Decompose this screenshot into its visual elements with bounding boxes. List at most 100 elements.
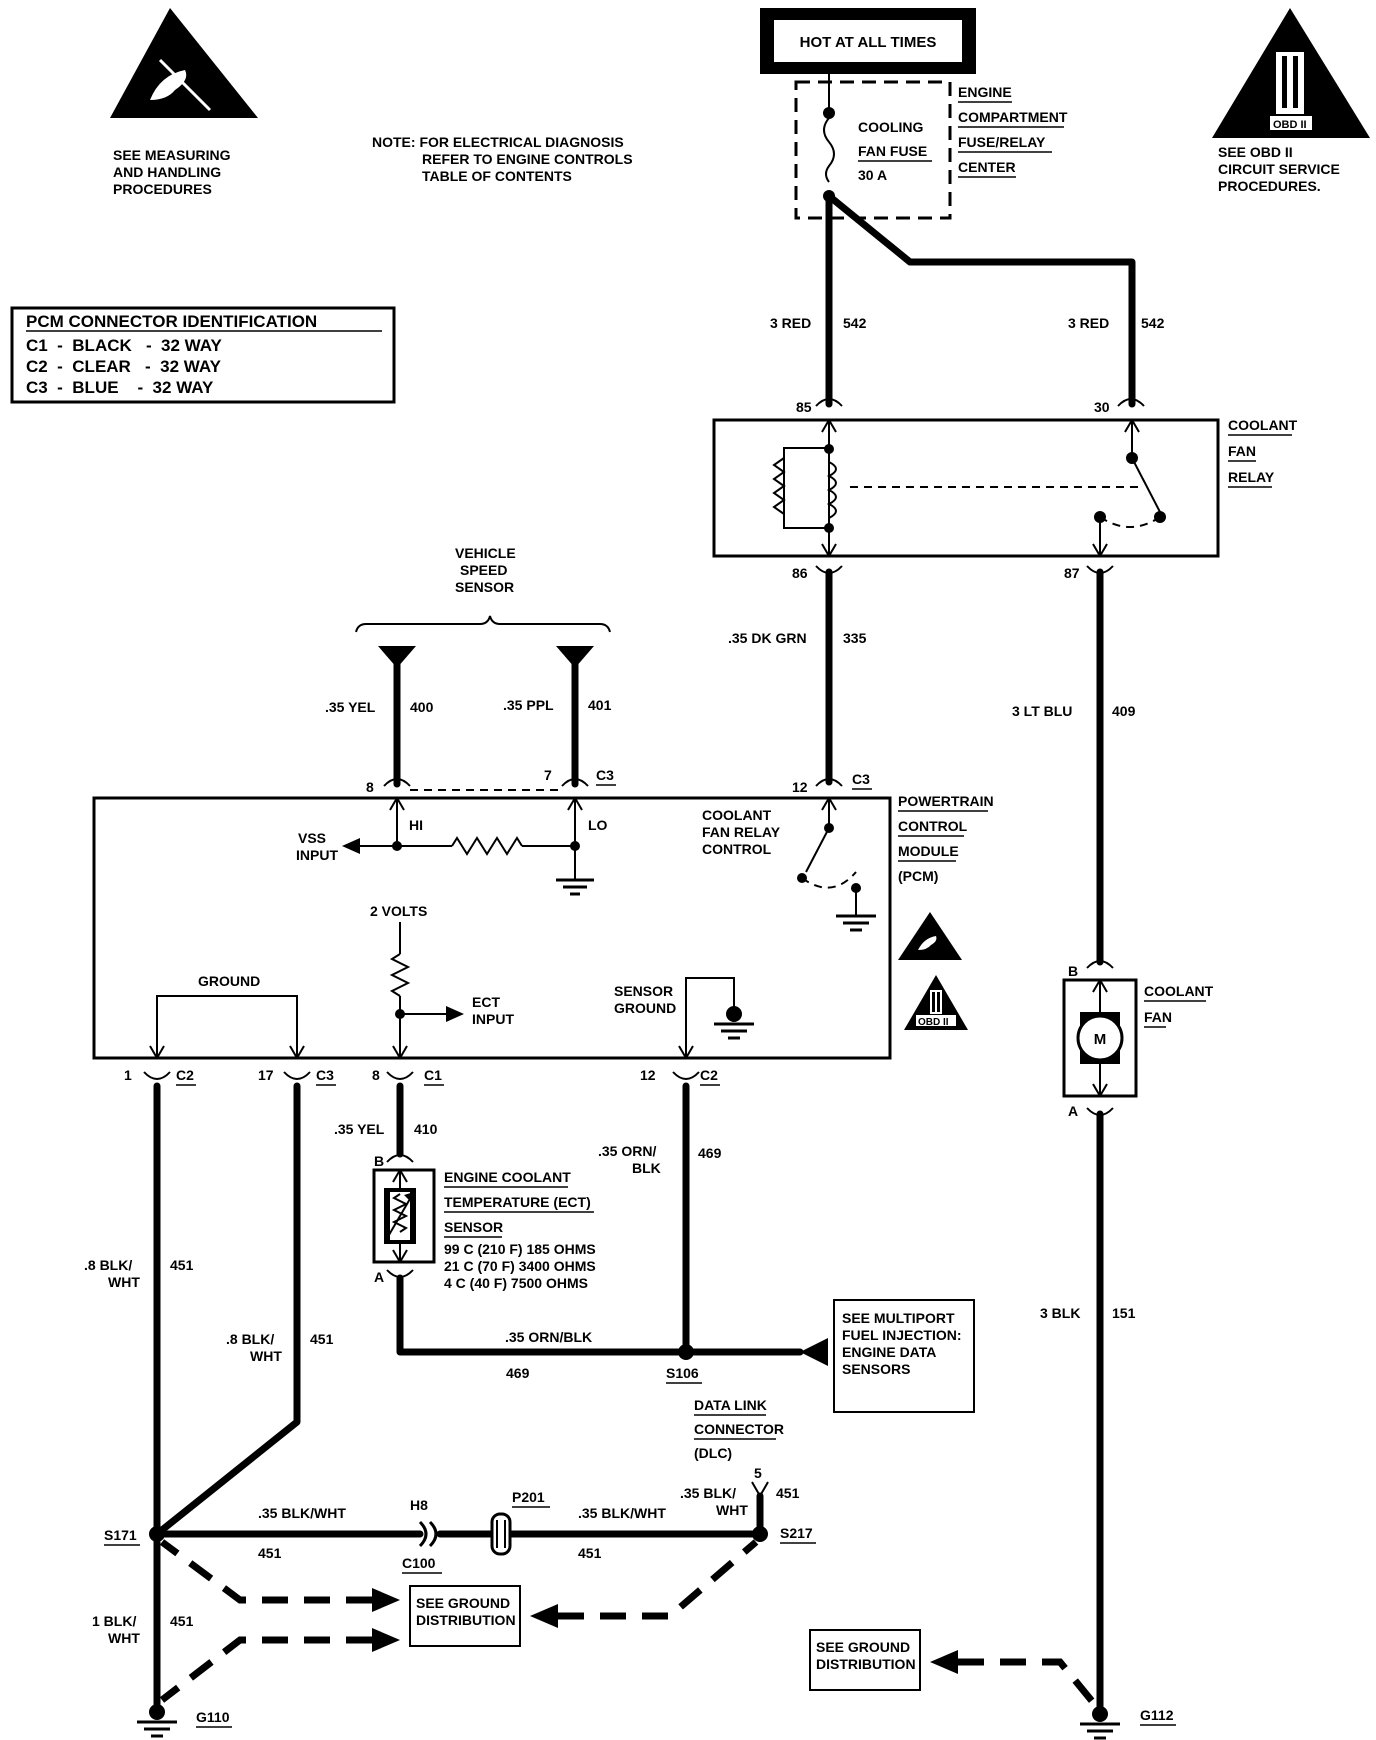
wire-469-gauge-1: .35 ORN/ [598, 1143, 656, 1159]
wire-410: .35 YEL 410 [334, 1082, 438, 1158]
relay-name-1: COOLANT [1228, 417, 1298, 433]
fuse-center-2: COMPARTMENT [958, 109, 1068, 125]
ect-name-2: TEMPERATURE (ECT) [444, 1194, 591, 1210]
ground-distribution-b: SEE GROUND DISTRIBUTION [809, 1629, 1099, 1709]
ground-dist-a-2: DISTRIBUTION [416, 1612, 516, 1628]
dlc-pin-5: 5 [754, 1465, 762, 1481]
fan-pin-b: B [1068, 963, 1078, 979]
esd-warning-icon [110, 8, 258, 118]
wire-542: 3 RED 542 3 RED 542 [770, 192, 1165, 408]
coolant-fan-relay: 85 30 86 87 COOLANT FAN RELAY [712, 398, 1298, 581]
wire-451c-gauge: .35 BLK/WHT [258, 1505, 346, 1521]
relay-name-2: FAN [1228, 443, 1256, 459]
ground-g112: G112 [1080, 1706, 1176, 1740]
pcm-conn-c3-relay: C3 [852, 771, 870, 787]
wire-335-gauge: .35 DK GRN [728, 630, 807, 646]
wire-451f-gauge-2: WHT [108, 1630, 140, 1646]
esd-text-2: AND HANDLING [113, 164, 221, 180]
esd-text-1: SEE MEASURING [113, 147, 231, 163]
wire-451d-circuit: 451 [578, 1545, 602, 1561]
dlc-name-2: CONNECTOR [694, 1421, 784, 1437]
fuse-name-2: FAN FUSE [858, 143, 927, 159]
pcm-vss-input-1: VSS [298, 830, 326, 846]
pcm-table-row-c3: C3 - BLUE - 32 WAY [26, 378, 214, 397]
hot-at-all-times-label: HOT AT ALL TIMES [800, 34, 937, 51]
ect-pin-b: B [374, 1153, 384, 1169]
obd-text-2: CIRCUIT SERVICE [1218, 161, 1340, 177]
wire-451b-circuit: 451 [310, 1331, 334, 1347]
pcm-name-4: (PCM) [898, 868, 938, 884]
wire-451f-circuit: 451 [170, 1613, 194, 1629]
pcm-bottom-pin-17: 17 [258, 1067, 274, 1083]
splice-s171: S171 [104, 1527, 137, 1543]
dlc-name-3: (DLC) [694, 1445, 732, 1461]
wire-451a-circuit: 451 [170, 1257, 194, 1273]
splice-s106: S106 [666, 1365, 699, 1381]
pcm-lo: LO [588, 817, 608, 833]
pcm-name-1: POWERTRAIN [898, 793, 994, 809]
wire-151: 3 BLK 151 [1040, 1110, 1136, 1718]
fan-pin-a: A [1068, 1103, 1078, 1119]
p201-connector-icon [490, 1512, 512, 1556]
ect-pin-a: A [374, 1269, 384, 1285]
vehicle-speed-sensor: VEHICLE SPEED SENSOR .35 YEL 400 .35 PPL… [325, 545, 612, 788]
pcm-table-row-c2: C2 - CLEAR - 32 WAY [26, 357, 222, 376]
pcm-pin-12: 12 [792, 779, 808, 795]
wire-542b-gauge: 3 RED [1068, 315, 1109, 331]
fan-name-2: FAN [1144, 1009, 1172, 1025]
pcm-pin-8: 8 [366, 779, 374, 795]
mfi-text-1: SEE MULTIPORT [842, 1310, 955, 1326]
obd-text-1: SEE OBD II [1218, 144, 1293, 160]
ground-dist-a-1: SEE GROUND [416, 1595, 510, 1611]
pcm-sensor-ground-1: SENSOR [614, 983, 673, 999]
fuse-center-1: ENGINE [958, 84, 1012, 100]
fuse-center-3: FUSE/RELAY [958, 134, 1046, 150]
wire-400-circuit: 400 [410, 699, 434, 715]
pcm-relay-control-1: COOLANT [702, 807, 772, 823]
wire-451e-gauge-2: WHT [716, 1502, 748, 1518]
pcm-pin-7: 7 [544, 767, 552, 783]
pcm-table-row-c1: C1 - BLACK - 32 WAY [26, 336, 223, 355]
wire-151-gauge: 3 BLK [1040, 1305, 1080, 1321]
pcm-name-3: MODULE [898, 843, 959, 859]
wire-409-circuit: 409 [1112, 703, 1136, 719]
esd-text-3: PROCEDURES [113, 181, 212, 197]
pcm-bottom-pin-8: 8 [372, 1067, 380, 1083]
wire-409: 3 LT BLU 409 [1012, 568, 1136, 966]
pcm-relay-control-3: CONTROL [702, 841, 772, 857]
pcm-bottom-pin-12: 12 [640, 1067, 656, 1083]
wire-410-gauge: .35 YEL [334, 1121, 385, 1137]
connector-c100: H8 C100 [402, 1497, 494, 1574]
pcm-2-volts: 2 VOLTS [370, 903, 427, 919]
fuse-name-1: COOLING [858, 119, 923, 135]
mfi-reference-box: SEE MULTIPORT FUEL INJECTION: ENGINE DAT… [833, 1299, 975, 1413]
fan-name-1: COOLANT [1144, 983, 1214, 999]
connector-p201: P201 [490, 1489, 550, 1556]
pcm-hi: HI [409, 817, 423, 833]
pcm-table-title: PCM CONNECTOR IDENTIFICATION [26, 312, 317, 331]
wire-469-gauge-2: BLK [632, 1160, 661, 1176]
mfi-text-3: ENGINE DATA [842, 1344, 936, 1360]
pcm-conn-c3-vss: C3 [596, 767, 614, 783]
wire-400-gauge: .35 YEL [325, 699, 376, 715]
pcm-esd-warning-icon [898, 912, 962, 960]
pcm-bottom-conn-c3: C3 [316, 1067, 334, 1083]
dlc-name-1: DATA LINK [694, 1397, 767, 1413]
vss-name-3: SENSOR [455, 579, 514, 595]
g110-label: G110 [196, 1709, 230, 1725]
hot-at-all-times-box: HOT AT ALL TIMES [760, 8, 976, 74]
ect-spec-1: 99 C (210 F) 185 OHMS [444, 1241, 596, 1257]
wire-410-circuit: 410 [414, 1121, 438, 1137]
fuse-center-4: CENTER [958, 159, 1016, 175]
ect-spec-2: 21 C (70 F) 3400 OHMS [444, 1258, 596, 1274]
pcm-ect-input-1: ECT [472, 994, 500, 1010]
fuse-rating: 30 A [858, 167, 887, 183]
thermistor-icon [391, 1193, 409, 1233]
pcm-bottom-conn-c2b: C2 [700, 1067, 718, 1083]
fuse-relay-center: COOLING FAN FUSE 30 A ENGINE COMPARTMENT… [794, 74, 1068, 220]
wire-469h-circuit: 469 [506, 1365, 530, 1381]
vss-name-1: VEHICLE [455, 545, 516, 561]
pcm-ground-label: GROUND [198, 973, 260, 989]
ground-dist-b-1: SEE GROUND [816, 1639, 910, 1655]
wire-451: .8 BLK/ WHT 451 .8 BLK/ WHT 451 .35 BLK/… [84, 1082, 816, 1710]
